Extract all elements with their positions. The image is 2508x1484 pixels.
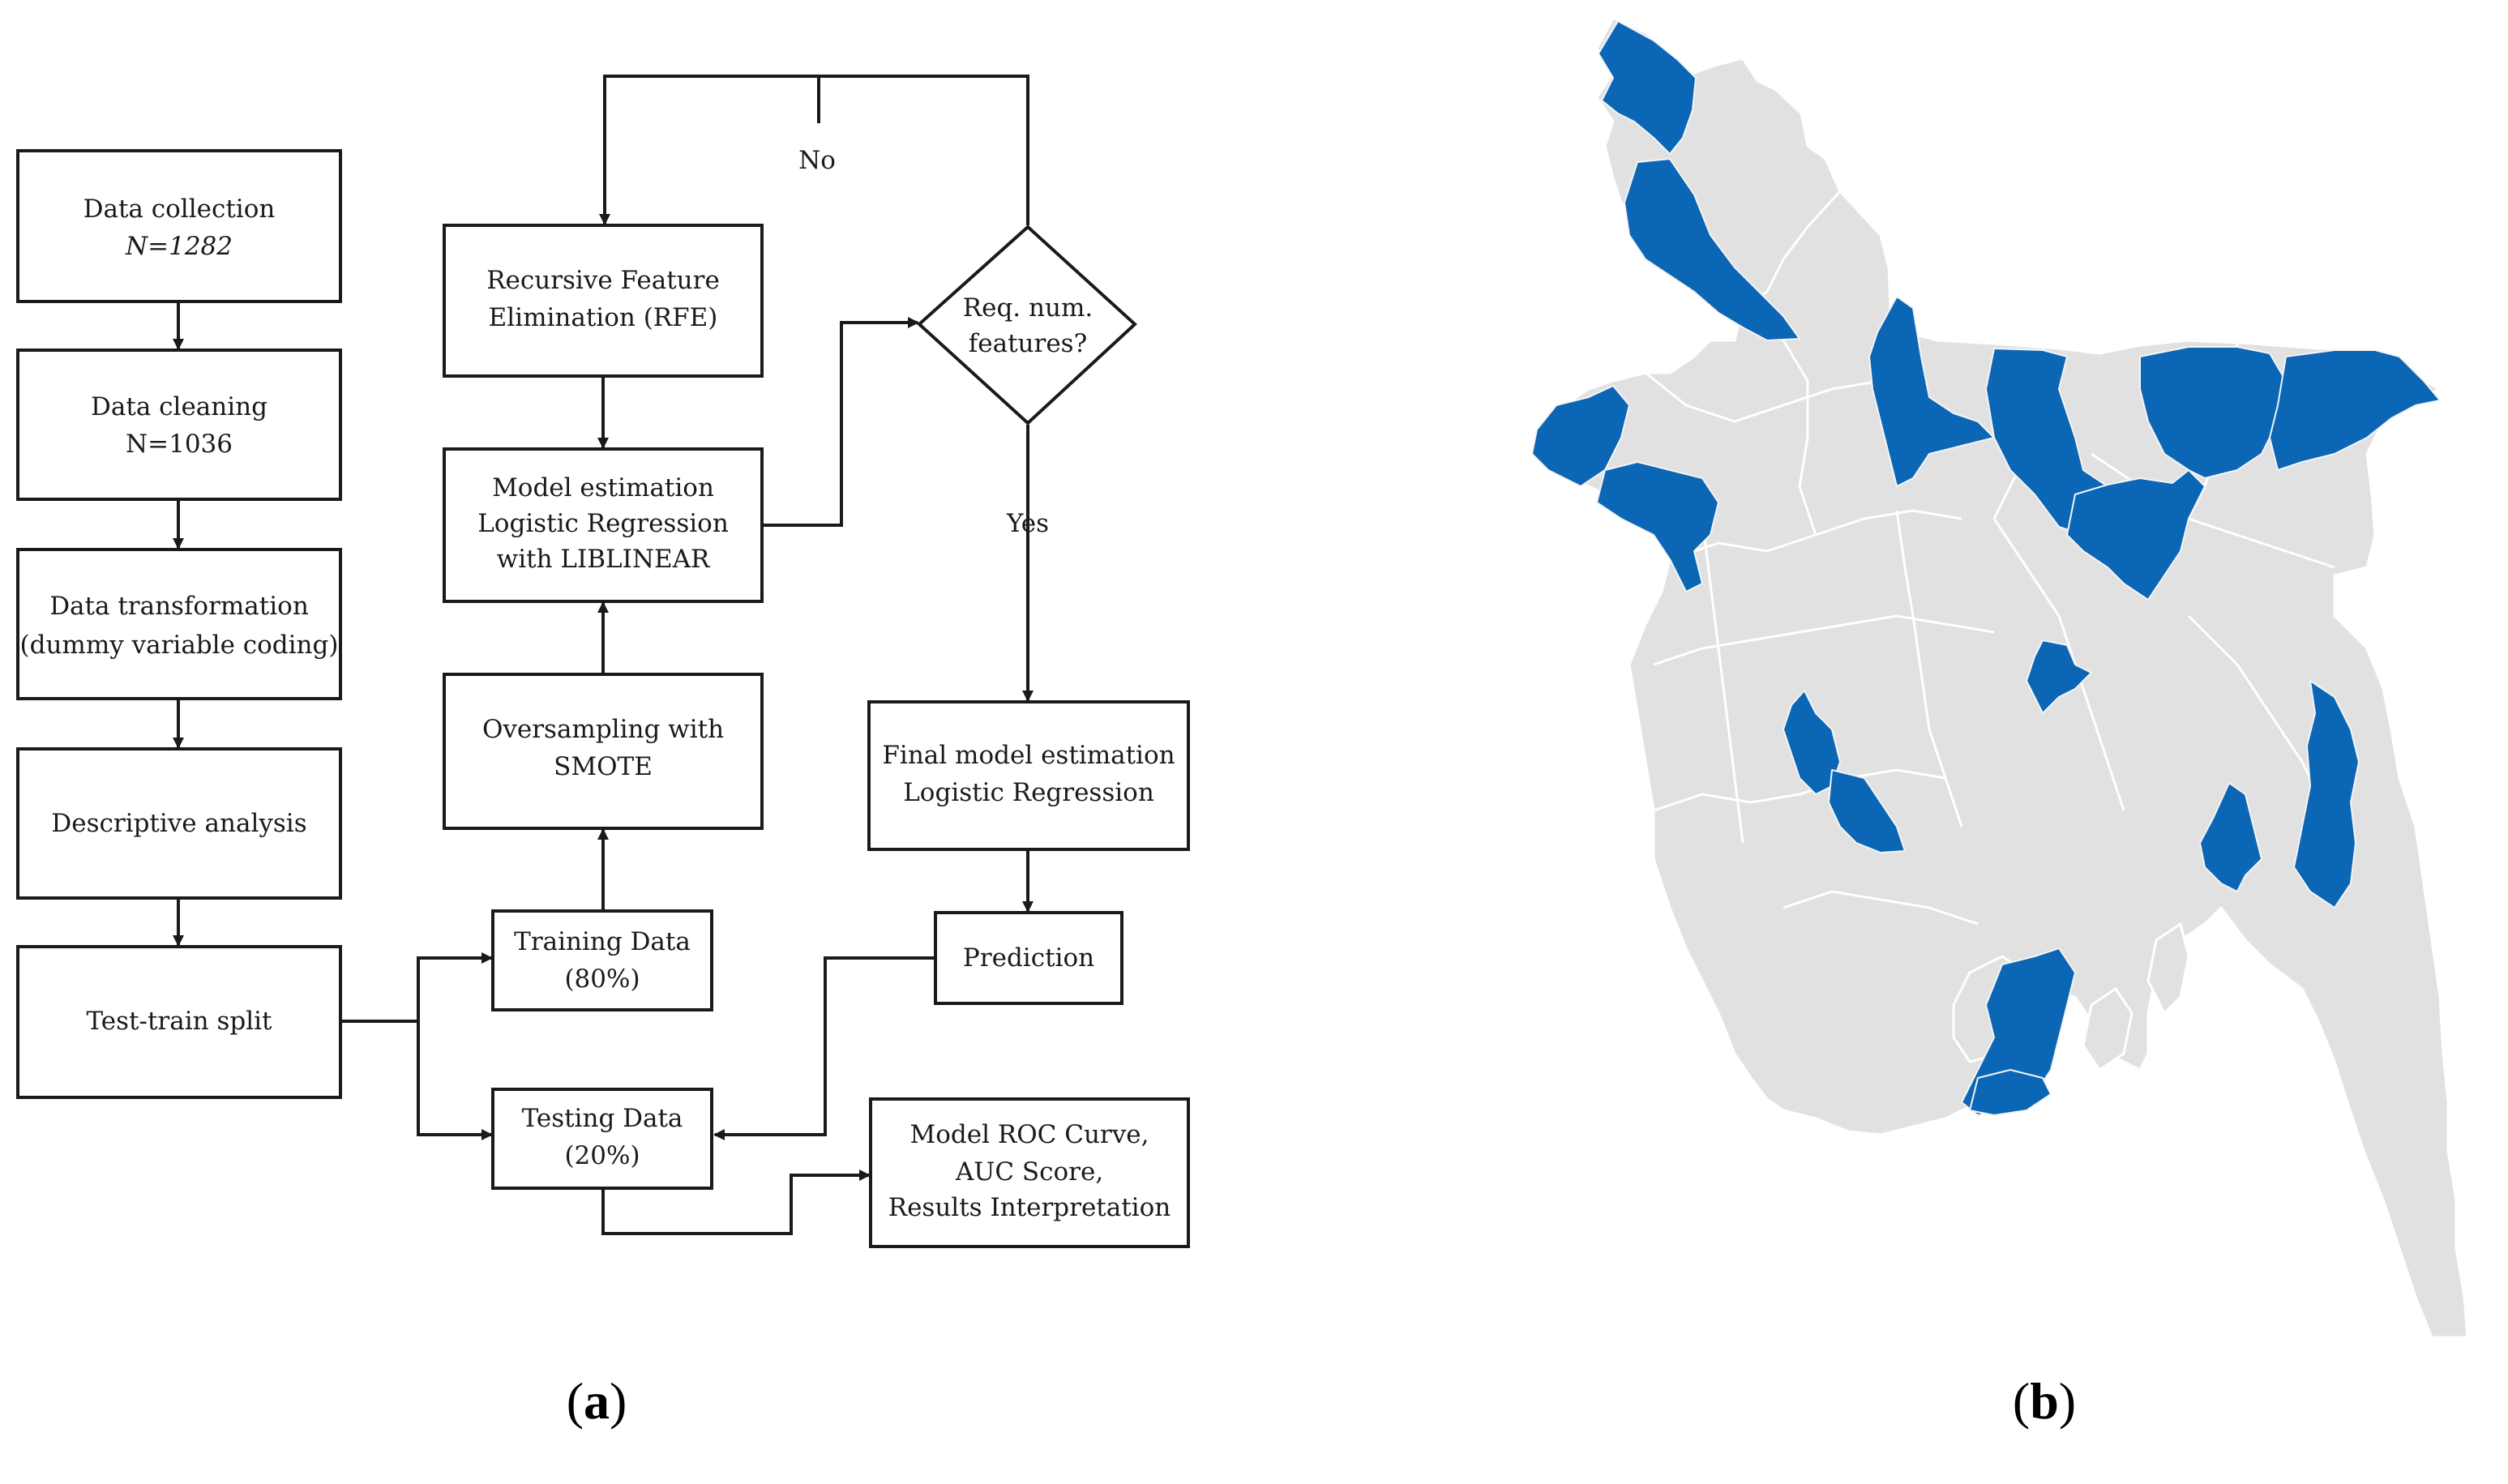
map-district-southeast-2 xyxy=(2293,680,2360,909)
node-roc-line-2: AUC Score, xyxy=(955,1157,1103,1187)
map-district-southwest-2 xyxy=(1828,769,1906,853)
node-roc: Model ROC Curve, AUC Score, Results Inte… xyxy=(869,1097,1190,1248)
node-rfe: Recursive Feature Elimination (RFE) xyxy=(443,224,764,378)
map-district-northwest-top xyxy=(1598,20,1697,155)
map-district-northeast-2 xyxy=(2269,349,2441,471)
node-final-model-line-2: Logistic Regression xyxy=(903,778,1154,807)
node-training-data-line-2: (80%) xyxy=(564,964,640,994)
map-district-south-island xyxy=(1969,1069,2052,1116)
edge-decision-no-to-rfe xyxy=(599,75,1029,225)
node-data-collection-count: N=1282 xyxy=(125,232,233,261)
edge-prediction-to-testing xyxy=(713,956,934,1140)
node-rfe-line-1: Recursive Feature xyxy=(486,266,720,295)
map-district-west-2 xyxy=(1596,461,1719,592)
node-data-cleaning-line-2: N=1036 xyxy=(126,430,233,459)
map-district-southwest xyxy=(1783,690,1841,795)
panel-label-b-close: ) xyxy=(2059,1372,2076,1430)
node-oversampling-line-2: SMOTE xyxy=(554,752,653,781)
node-test-train-split-label: Test-train split xyxy=(87,1007,273,1036)
node-decision-line-1: Req. num. xyxy=(963,293,1093,323)
node-test-train-split: Test-train split xyxy=(16,945,342,1099)
edge-model-to-decision xyxy=(764,317,919,527)
node-data-transformation-line-1: Data transformation xyxy=(49,592,309,621)
node-roc-line-3: Results Interpretation xyxy=(888,1193,1171,1222)
map-district-central-north xyxy=(1868,296,1995,487)
map-district-central-north-3 xyxy=(2066,469,2206,601)
node-data-transformation-line-2: (dummy variable coding) xyxy=(20,631,339,660)
panel-label-a-letter: a xyxy=(584,1372,610,1430)
node-decision-line-2: features? xyxy=(969,329,1087,358)
node-data-cleaning: Data cleaning N=1036 xyxy=(16,349,342,501)
map-district-northwest-2 xyxy=(1624,158,1800,341)
node-data-collection-line-1: Data collection xyxy=(83,195,276,224)
node-descriptive-analysis: Descriptive analysis xyxy=(16,747,342,900)
node-data-collection: Data collection N=1282 xyxy=(16,149,342,303)
panel-label-a-open: ( xyxy=(567,1372,584,1430)
node-decision: Req. num. features? xyxy=(917,225,1137,426)
map-district-center xyxy=(2026,639,2092,714)
panel-label-b: (b) xyxy=(2013,1372,2076,1430)
map-panel xyxy=(1530,16,2469,1339)
node-rfe-line-2: Elimination (RFE) xyxy=(489,303,718,332)
edge-split-to-testing xyxy=(417,1021,493,1140)
edge-split-to-training xyxy=(340,952,493,1023)
flowchart-edges xyxy=(173,75,1034,1235)
panel-label-a: (a) xyxy=(567,1372,627,1430)
map-coastal-island-3 xyxy=(2146,922,2190,1015)
node-training-data-line-1: Training Data xyxy=(514,927,691,956)
node-testing-data-line-1: Testing Data xyxy=(522,1104,683,1133)
node-roc-line-1: Model ROC Curve, xyxy=(910,1120,1149,1149)
node-descriptive-analysis-label: Descriptive analysis xyxy=(51,809,306,838)
panel-label-a-close: ) xyxy=(610,1372,627,1430)
edge-label-yes: Yes xyxy=(1006,509,1049,538)
node-prediction-label: Prediction xyxy=(963,943,1094,973)
map-district-northeast xyxy=(2139,346,2287,479)
node-model-estimation-line-1: Model estimation xyxy=(492,473,714,503)
map-highlighted-districts xyxy=(1531,20,2441,1116)
svg-text:(b): (b) xyxy=(2013,1372,2076,1430)
edge-testing-to-roc xyxy=(601,1170,871,1235)
node-testing-data: Testing Data (20%) xyxy=(491,1088,713,1190)
map-district-southeast-1 xyxy=(2199,782,2262,892)
panel-label-b-open: ( xyxy=(2013,1372,2030,1430)
node-training-data: Training Data (80%) xyxy=(491,909,713,1011)
node-data-cleaning-line-1: Data cleaning xyxy=(91,392,267,421)
map-coastal-island-2 xyxy=(2082,987,2134,1071)
node-oversampling-line-1: Oversampling with xyxy=(482,715,724,744)
node-model-estimation-line-2: Logistic Regression xyxy=(477,509,729,538)
node-testing-data-line-2: (20%) xyxy=(564,1141,640,1170)
node-data-transformation: Data transformation (dummy variable codi… xyxy=(16,548,342,700)
node-model-estimation-line-3: with LIBLINEAR xyxy=(497,545,711,574)
panel-label-b-letter: b xyxy=(2030,1372,2059,1430)
flowchart-panel: Data collection N=1282 Data cleaning N=1… xyxy=(16,75,1190,1248)
node-final-model: Final model estimation Logistic Regressi… xyxy=(867,700,1190,851)
node-model-estimation: Model estimation Logistic Regression wit… xyxy=(443,447,764,603)
svg-text:(a): (a) xyxy=(567,1372,627,1430)
node-oversampling: Oversampling with SMOTE xyxy=(443,673,764,830)
node-prediction: Prediction xyxy=(934,911,1123,1005)
node-final-model-line-1: Final model estimation xyxy=(882,741,1175,770)
edge-label-no: No xyxy=(798,146,836,175)
